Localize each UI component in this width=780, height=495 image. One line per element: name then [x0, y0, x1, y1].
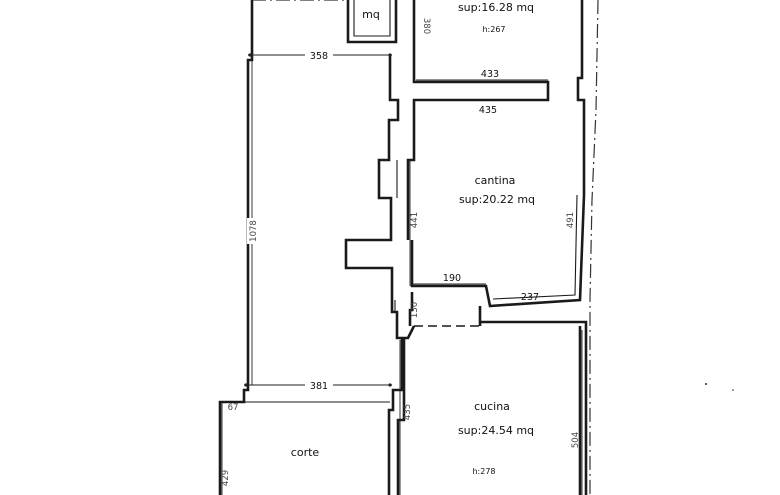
cantina-inner-right-wall — [492, 194, 578, 300]
cucina-height: h:278 — [472, 467, 495, 476]
dim-504-label: 504 — [571, 432, 581, 448]
top-room-height: h:267 — [482, 25, 505, 34]
dim-435-lower-label: 435 — [403, 404, 413, 420]
dim-381-label: 381 — [310, 381, 328, 392]
dim-380-label: 380 — [421, 18, 431, 34]
corte-name: corte — [291, 446, 320, 459]
dim-237-label: 237 — [521, 292, 539, 303]
dim-130-label: 130 — [410, 302, 420, 318]
room-labels: mq sup:16.28 mq h:267 cantina sup:20.22 … — [291, 1, 535, 476]
top-room-right-wall — [576, 0, 586, 195]
partition-segment — [478, 306, 588, 495]
corridor-left-wall — [218, 0, 254, 495]
boundary-lines — [252, 0, 599, 495]
dim-1078-label: 1078 — [249, 220, 259, 242]
cucina-left-wall — [396, 325, 416, 495]
dim-tick — [244, 383, 248, 387]
dim-429-label: 429 — [221, 470, 231, 486]
top-room-wall — [406, 0, 550, 240]
partition-wall — [408, 292, 414, 326]
dim-tick — [388, 383, 392, 387]
dim-tick — [248, 53, 252, 57]
stray-mark — [732, 389, 734, 391]
spine-inner-wall — [394, 160, 398, 312]
dim-358-label: 358 — [310, 51, 328, 62]
cucina-area: sup:24.54 mq — [458, 424, 534, 437]
dim-tick — [388, 53, 392, 57]
dim-441-label: 441 — [410, 212, 420, 228]
cantina-right-wall — [410, 194, 586, 308]
cucina-name: cucina — [474, 400, 510, 413]
top-room-area: sup:16.28 mq — [458, 1, 534, 14]
mq-closet-wall — [346, 0, 398, 44]
stray-mark — [705, 383, 707, 385]
dim-67-label: 67 — [228, 403, 239, 413]
dimension-labels: 358 433 435 380 1078 441 491 190 237 130… — [221, 18, 581, 486]
walls — [218, 0, 588, 495]
right-boundary-line — [589, 0, 599, 495]
cantina-name: cantina — [475, 174, 516, 187]
dim-433-label: 433 — [481, 69, 499, 80]
dim-491-label: 491 — [566, 212, 576, 228]
dim-190-label: 190 — [443, 273, 461, 284]
mq-closet-label: mq — [362, 8, 380, 21]
cantina-area: sup:20.22 mq — [459, 193, 535, 206]
spine-wall — [344, 56, 404, 495]
mq-closet-inner-wall — [353, 0, 391, 37]
dim-435-top-label: 435 — [479, 105, 497, 116]
